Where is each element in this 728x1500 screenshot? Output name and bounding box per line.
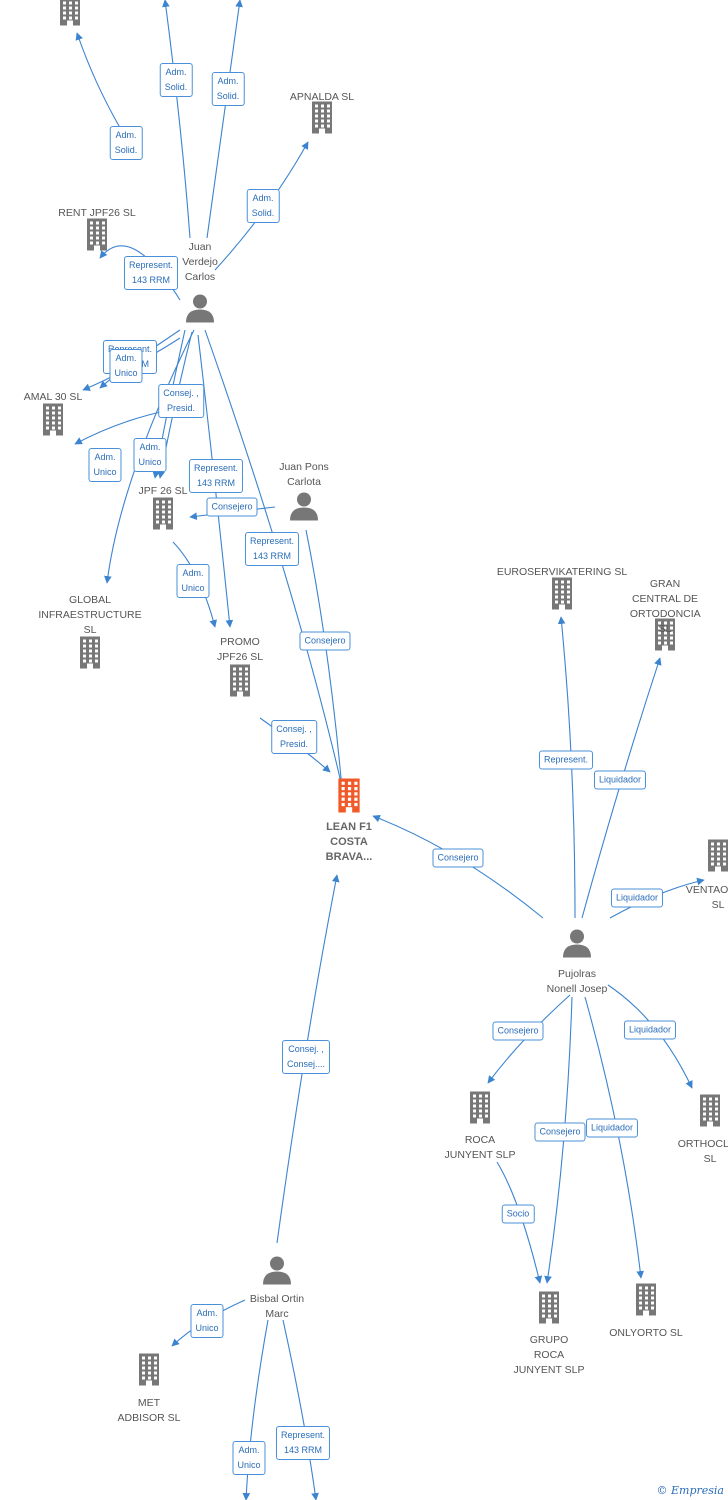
edge-label[interactable]: Consej. , Presid. <box>271 720 317 754</box>
edge-label[interactable]: Adm. Solid. <box>211 72 245 106</box>
edge-label[interactable]: Represent. 143 RRM <box>275 1426 331 1460</box>
edge-label[interactable]: Adm. Solid. <box>109 126 143 160</box>
company-building-icon[interactable] <box>550 577 574 615</box>
person-icon[interactable] <box>289 491 319 526</box>
company-building-icon[interactable] <box>78 636 102 674</box>
company-building-icon[interactable] <box>537 1291 561 1329</box>
node-label-global[interactable]: GLOBAL INFRAESTRUCTURE SL <box>38 594 142 636</box>
company-building-icon[interactable] <box>310 101 334 139</box>
edge-line <box>204 329 348 801</box>
edge-label[interactable]: Adm. Unico <box>232 1441 266 1475</box>
edge-line <box>544 996 573 1284</box>
company-building-icon[interactable] <box>706 839 728 877</box>
company-building-icon[interactable] <box>653 618 677 656</box>
edge-label[interactable]: Liquidador <box>610 888 664 908</box>
node-label-rent_jpf26[interactable]: RENT JPF26 SL <box>58 207 136 219</box>
company-building-icon[interactable] <box>228 664 252 702</box>
edge-label[interactable]: Adm. Solid. <box>246 189 280 223</box>
edge-line <box>584 996 645 1279</box>
edge-label[interactable]: Consejero <box>534 1122 586 1142</box>
person-icon[interactable] <box>562 928 592 963</box>
node-label-juan_pons[interactable]: Juan Pons Carlota <box>279 461 329 488</box>
edge-line <box>282 1319 319 1500</box>
edge-label[interactable]: Represent. 143 RRM <box>188 459 244 493</box>
edge-label[interactable]: Represent. 143 RRM <box>123 256 179 290</box>
node-label-amal30[interactable]: AMAL 30 SL <box>23 391 83 403</box>
edge-label[interactable]: Consejero <box>206 497 258 517</box>
edge-label[interactable]: Adm. Unico <box>176 564 210 598</box>
edge-label[interactable]: Consejero <box>299 631 351 651</box>
company-building-icon[interactable] <box>41 403 65 441</box>
copyright-symbol: © <box>656 1484 668 1497</box>
person-icon[interactable] <box>185 293 215 328</box>
edges-layer <box>74 0 705 1500</box>
person-icon[interactable] <box>262 1255 292 1290</box>
edge-label[interactable]: Represent. 143 RRM <box>244 532 300 566</box>
company-building-icon[interactable] <box>137 1353 161 1391</box>
node-label-juan_verdejo[interactable]: Juan Verdejo Carlos <box>182 241 218 283</box>
company-building-icon[interactable] <box>151 497 175 535</box>
node-label-lean[interactable]: LEAN F1 COSTA BRAVA... <box>325 821 373 863</box>
edge-line <box>162 0 191 239</box>
company-building-icon[interactable] <box>698 1094 722 1132</box>
edge-label[interactable]: Represent. <box>538 750 594 770</box>
node-label-grupo_roca[interactable]: GRUPO ROCA JUNYENT SLP <box>513 1334 585 1376</box>
company-building-icon[interactable] <box>468 1091 492 1129</box>
edge-label[interactable]: Liquidador <box>623 1020 677 1040</box>
node-label-roca[interactable]: ROCA JUNYENT SLP <box>444 1134 516 1161</box>
company-building-icon[interactable] <box>58 0 82 31</box>
edge-label[interactable]: Liquidador <box>585 1118 639 1138</box>
node-label-ventaorto[interactable]: VENTAORTO SL <box>685 884 728 911</box>
node-label-bisbal[interactable]: Bisbal Ortin Marc <box>249 1293 305 1320</box>
brand-footer[interactable]: © Empresia <box>657 1484 725 1497</box>
node-label-euroserv[interactable]: EUROSERVIKATERING SL <box>496 566 628 578</box>
edge-label[interactable]: Adm. Unico <box>133 438 167 472</box>
node-label-orthoclet[interactable]: ORTHOCLET SL <box>677 1138 728 1165</box>
edge-label[interactable]: Consejero <box>432 848 484 868</box>
edge-label[interactable]: Adm. Solid. <box>159 63 193 97</box>
node-label-promo[interactable]: PROMO JPF26 SL <box>216 636 264 663</box>
edge-label[interactable]: Adm. Unico <box>190 1304 224 1338</box>
company-building-icon[interactable] <box>85 218 109 256</box>
edge-label[interactable]: Consejero <box>492 1021 544 1041</box>
node-label-jpf26[interactable]: JPF 26 SL <box>138 485 188 497</box>
company-building-icon[interactable] <box>634 1283 658 1321</box>
node-label-onlyorto[interactable]: ONLYORTO SL <box>609 1327 683 1339</box>
edge-line <box>305 529 347 801</box>
edge-line <box>206 0 243 239</box>
edge-line <box>242 1319 269 1500</box>
edge-label[interactable]: Adm. Unico <box>109 349 143 383</box>
main-company-icon[interactable] <box>336 778 362 818</box>
brand-logo: Empresia <box>671 1484 724 1497</box>
node-label-met[interactable]: MET ADBISOR SL <box>117 1397 181 1424</box>
edge-label[interactable]: Liquidador <box>593 770 647 790</box>
edge-label[interactable]: Adm. Unico <box>88 448 122 482</box>
node-label-gran[interactable]: GRAN CENTRAL DE ORTODONCIA SL <box>629 578 701 635</box>
node-label-pujolras[interactable]: Pujolras Nonell Josep <box>546 968 608 995</box>
node-label-apnalda[interactable]: APNALDA SL <box>289 91 355 103</box>
edge-label[interactable]: Socio <box>501 1204 535 1224</box>
edge-label[interactable]: Consej. , Consej.... <box>281 1040 331 1074</box>
edge-label[interactable]: Consej. , Presid. <box>158 384 204 418</box>
